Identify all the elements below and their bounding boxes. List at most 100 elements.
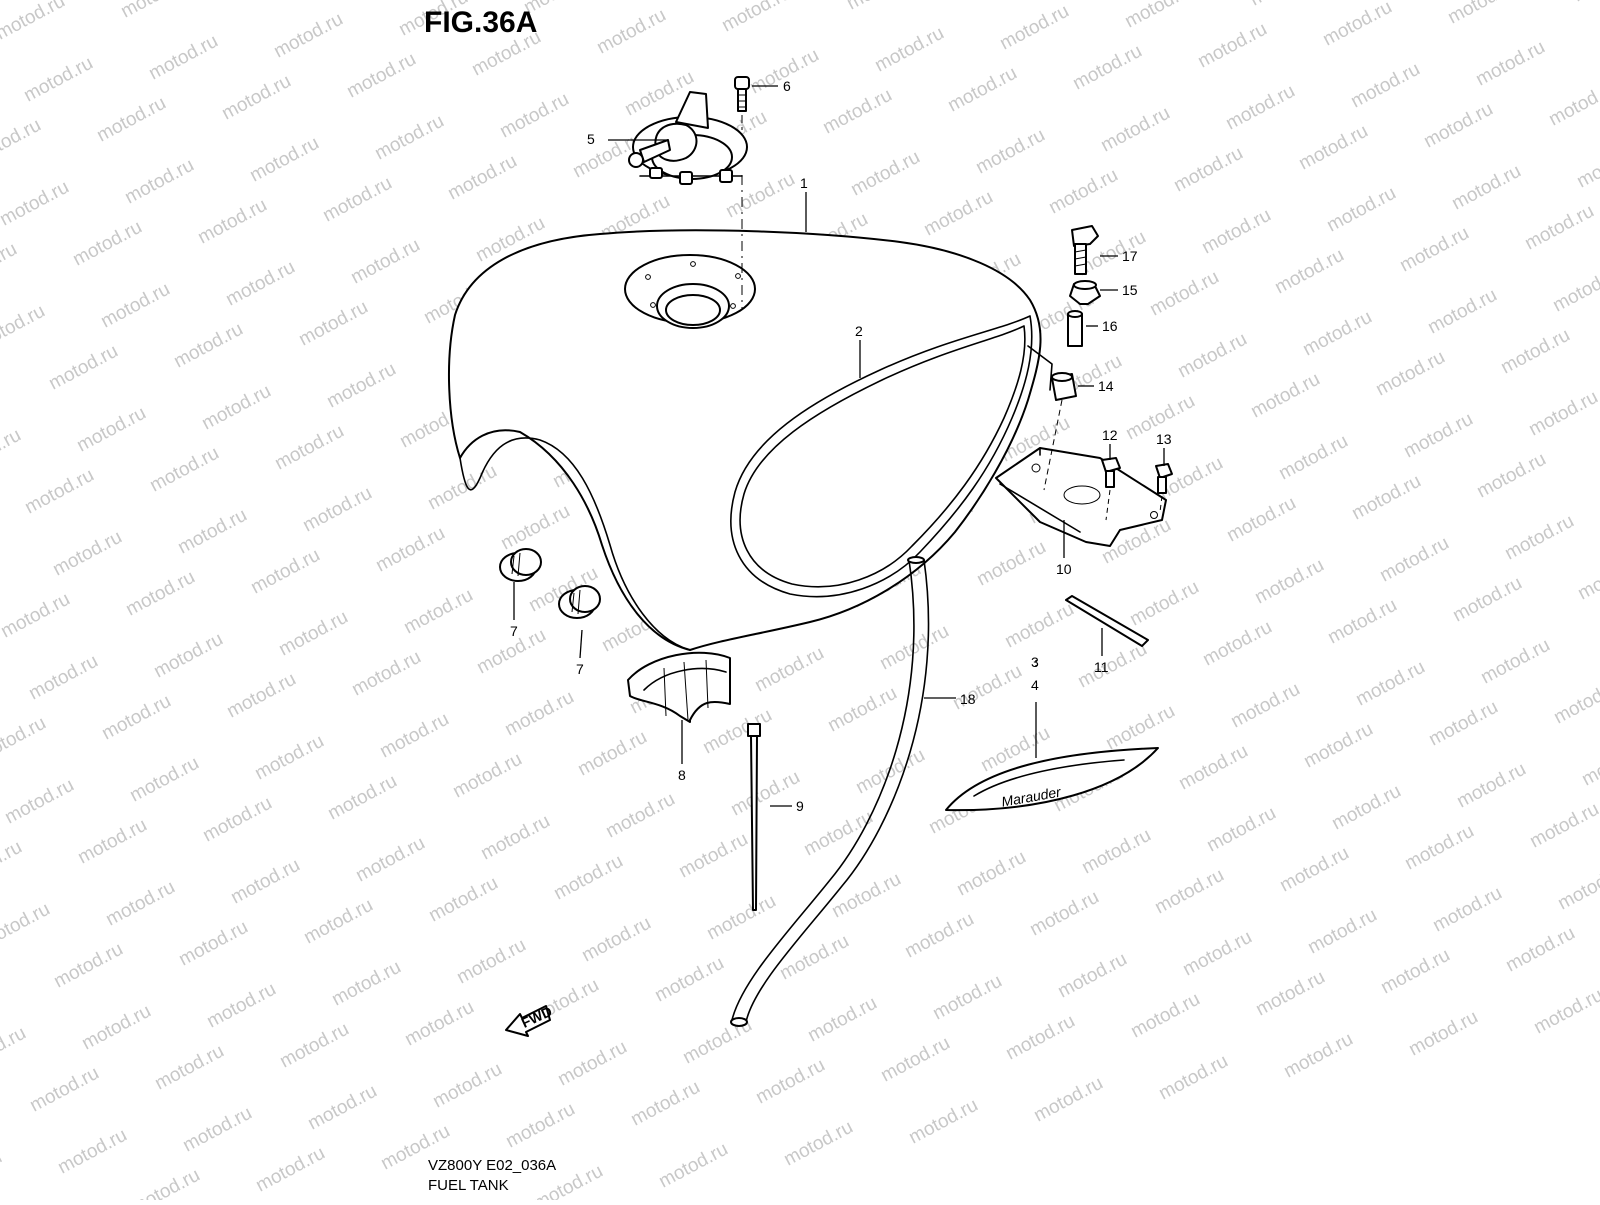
watermark-text: motod.ru [1573,139,1600,193]
model-code: VZ800Y E02_036A [428,1157,556,1174]
watermark-text: motod.ru [1574,551,1600,605]
watermark-text: motod.ru [50,939,126,993]
watermark-text: motod.ru [0,301,49,355]
callout-13: 13 [1156,431,1172,447]
watermark-text: motod.ru [920,187,996,241]
watermark-text: motod.ru [550,851,626,905]
callout-8: 8 [678,767,686,783]
watermark-text: motod.ru [1194,19,1270,73]
watermark-text: motod.ru [227,855,303,909]
watermark-text: motod.ru [247,545,323,599]
watermark-text: motod.ru [627,1077,703,1131]
watermark-text: motod.ru [174,505,250,559]
watermark-text: motod.ru [1198,205,1274,259]
watermark-text: motod.ru [1252,967,1328,1021]
watermark-text: motod.ru [1146,267,1222,321]
watermark-text: motod.ru [0,1147,6,1200]
watermark-text: motod.ru [276,1019,352,1073]
watermark-text: motod.ru [1222,81,1298,135]
watermark-text: motod.ru [1078,825,1154,879]
callout-5: 5 [587,131,595,147]
watermark-text: motod.ru [1449,573,1525,627]
watermark-text: motod.ru [877,1033,953,1087]
watermark-text: motod.ru [804,993,880,1047]
watermark-text: motod.ru [323,359,399,413]
watermark-text: motod.ru [324,771,400,825]
watermark-text: motod.ru [295,297,371,351]
watermark-text: motod.ru [1179,927,1255,981]
watermark-text: motod.ru [0,177,73,231]
watermark-text: motod.ru [117,0,193,22]
watermark-text: motod.ru [145,31,221,85]
watermark-text: motod.ru [1001,599,1077,653]
watermark-text: motod.ru [996,1,1072,55]
watermark-text: motod.ru [828,869,904,923]
watermark-text: motod.ru [776,931,852,985]
watermark-text: motod.ru [727,767,803,821]
callout-10: 10 [1056,561,1072,577]
watermark-text: motod.ru [0,425,25,479]
watermark-text: motod.ru [497,501,573,555]
watermark-text: motod.ru [1502,923,1578,977]
watermark-text: motod.ru [0,713,50,767]
watermark-text: motod.ru [1002,1011,1078,1065]
watermark-text: motod.ru [1,775,77,829]
watermark-text: motod.ru [425,873,501,927]
watermark-text: motod.ru [1069,41,1145,95]
watermark-text: motod.ru [45,341,121,395]
watermark-text: motod.ru [270,9,346,63]
watermark-text: motod.ru [1348,471,1424,525]
watermark-text: motod.ru [246,133,322,187]
watermark-text: motod.ru [73,403,149,457]
watermark-text: motod.ru [1400,409,1476,463]
watermark-text: motod.ru [1102,701,1178,755]
watermark-text: motod.ru [852,745,928,799]
watermark-text: motod.ru [223,669,299,723]
watermark-text: motod.ru [1030,1073,1106,1127]
watermark-text: motod.ru [271,421,347,475]
watermark-text: motod.ru [222,257,298,311]
watermark-text: motod.ru [122,567,198,621]
watermark-text: motod.ru [1347,59,1423,113]
watermark-text: motod.ru [574,727,650,781]
watermark-text: motod.ru [1247,369,1323,423]
callout-18: 18 [960,691,976,707]
watermark-text: motod.ru [0,549,1,603]
watermark-text: motod.ru [593,5,669,59]
watermark-text: motod.ru [578,913,654,967]
watermark-text: motod.ru [343,49,419,103]
watermark-text: motod.ru [1300,719,1376,773]
watermark-text: motod.ru [1352,657,1428,711]
watermark-text: motod.ru [0,961,2,1015]
watermark-text: motod.ru [121,155,197,209]
watermark-text: motod.ru [1569,0,1600,6]
watermark-text: motod.ru [102,877,178,931]
watermark-text: motod.ru [1376,533,1452,587]
callout-9: 9 [796,798,804,814]
callout-6: 6 [783,78,791,94]
watermark-text: motod.ru [150,629,226,683]
watermark-text: motod.ru [1521,201,1597,255]
callout-17: 17 [1122,248,1138,264]
watermark-text: motod.ru [300,895,376,949]
watermark-text: motod.ru [74,815,150,869]
figure-title: FIG.36A [424,6,537,40]
watermark-text: motod.ru [175,917,251,971]
watermark-text: motod.ru [973,537,1049,591]
watermark-text: motod.ru [703,891,779,945]
watermark-text: motod.ru [1501,511,1577,565]
watermark-text: motod.ru [944,63,1020,117]
watermark-text: motod.ru [401,997,477,1051]
watermark-text: motod.ru [554,1037,630,1091]
watermark-text: motod.ru [929,971,1005,1025]
watermark-text: motod.ru [304,1081,380,1135]
callout-2: 2 [855,323,863,339]
watermark-text: motod.ru [824,683,900,737]
watermark-text: motod.ru [1045,165,1121,219]
watermark-text: motod.ru [1453,759,1529,813]
watermark-text: motod.ru [1497,325,1573,379]
watermark-text: motod.ru [1554,861,1600,915]
watermark-text: motod.ru [93,93,169,147]
callout-14: 14 [1098,378,1114,394]
